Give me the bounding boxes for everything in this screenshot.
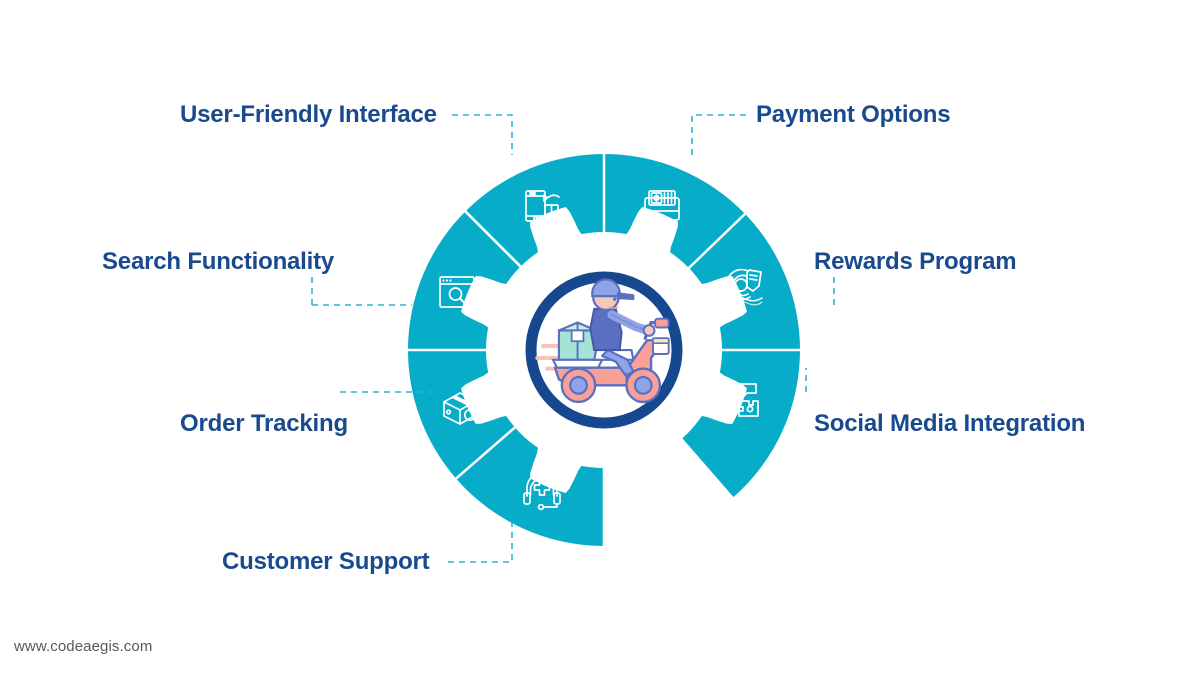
label-user-friendly-interface[interactable]: User-Friendly Interface [180, 101, 437, 128]
responsive-devices-icon [525, 190, 560, 222]
browser-search-icon [439, 276, 475, 308]
label-payment-options[interactable]: Payment Options [756, 101, 951, 128]
label-social-media-integration[interactable]: Social Media Integration [814, 410, 1086, 437]
package-tracking-icon [443, 392, 479, 425]
gear-segment-search-functionality[interactable] [408, 211, 521, 350]
segment-separators [408, 154, 800, 546]
rewards-badge-icon [725, 268, 763, 306]
label-order-tracking[interactable]: Order Tracking [180, 410, 348, 437]
gear-segment-user-friendly-interface[interactable] [465, 154, 604, 267]
segment-separator [688, 212, 746, 269]
segment-separator [680, 438, 734, 499]
label-customer-support[interactable]: Customer Support [222, 548, 430, 575]
segment-separator [455, 426, 516, 480]
connector-payment-options [691, 114, 746, 155]
center-ring [525, 271, 683, 429]
site-watermark: www.codeaegis.com [14, 638, 153, 655]
delivery-scooter-illustration [535, 278, 670, 404]
connector-lines [311, 114, 835, 563]
connector-user-friendly-interface [452, 114, 513, 155]
gear-segment-social-media-integration[interactable] [681, 350, 800, 498]
gear-segment-order-tracking[interactable] [408, 350, 515, 479]
payment-wallet-icon [644, 190, 680, 221]
gear-segment-rewards-program[interactable] [688, 213, 800, 350]
social-sharing-icon [723, 383, 759, 421]
segment-separator [464, 210, 522, 268]
headset-support-icon [523, 472, 561, 511]
segment-icons [439, 190, 763, 511]
label-rewards-program[interactable]: Rewards Program [814, 248, 1017, 275]
connector-customer-support [448, 522, 513, 563]
label-search-functionality[interactable]: Search Functionality [102, 248, 335, 275]
gear-segment-customer-support[interactable] [456, 427, 604, 546]
